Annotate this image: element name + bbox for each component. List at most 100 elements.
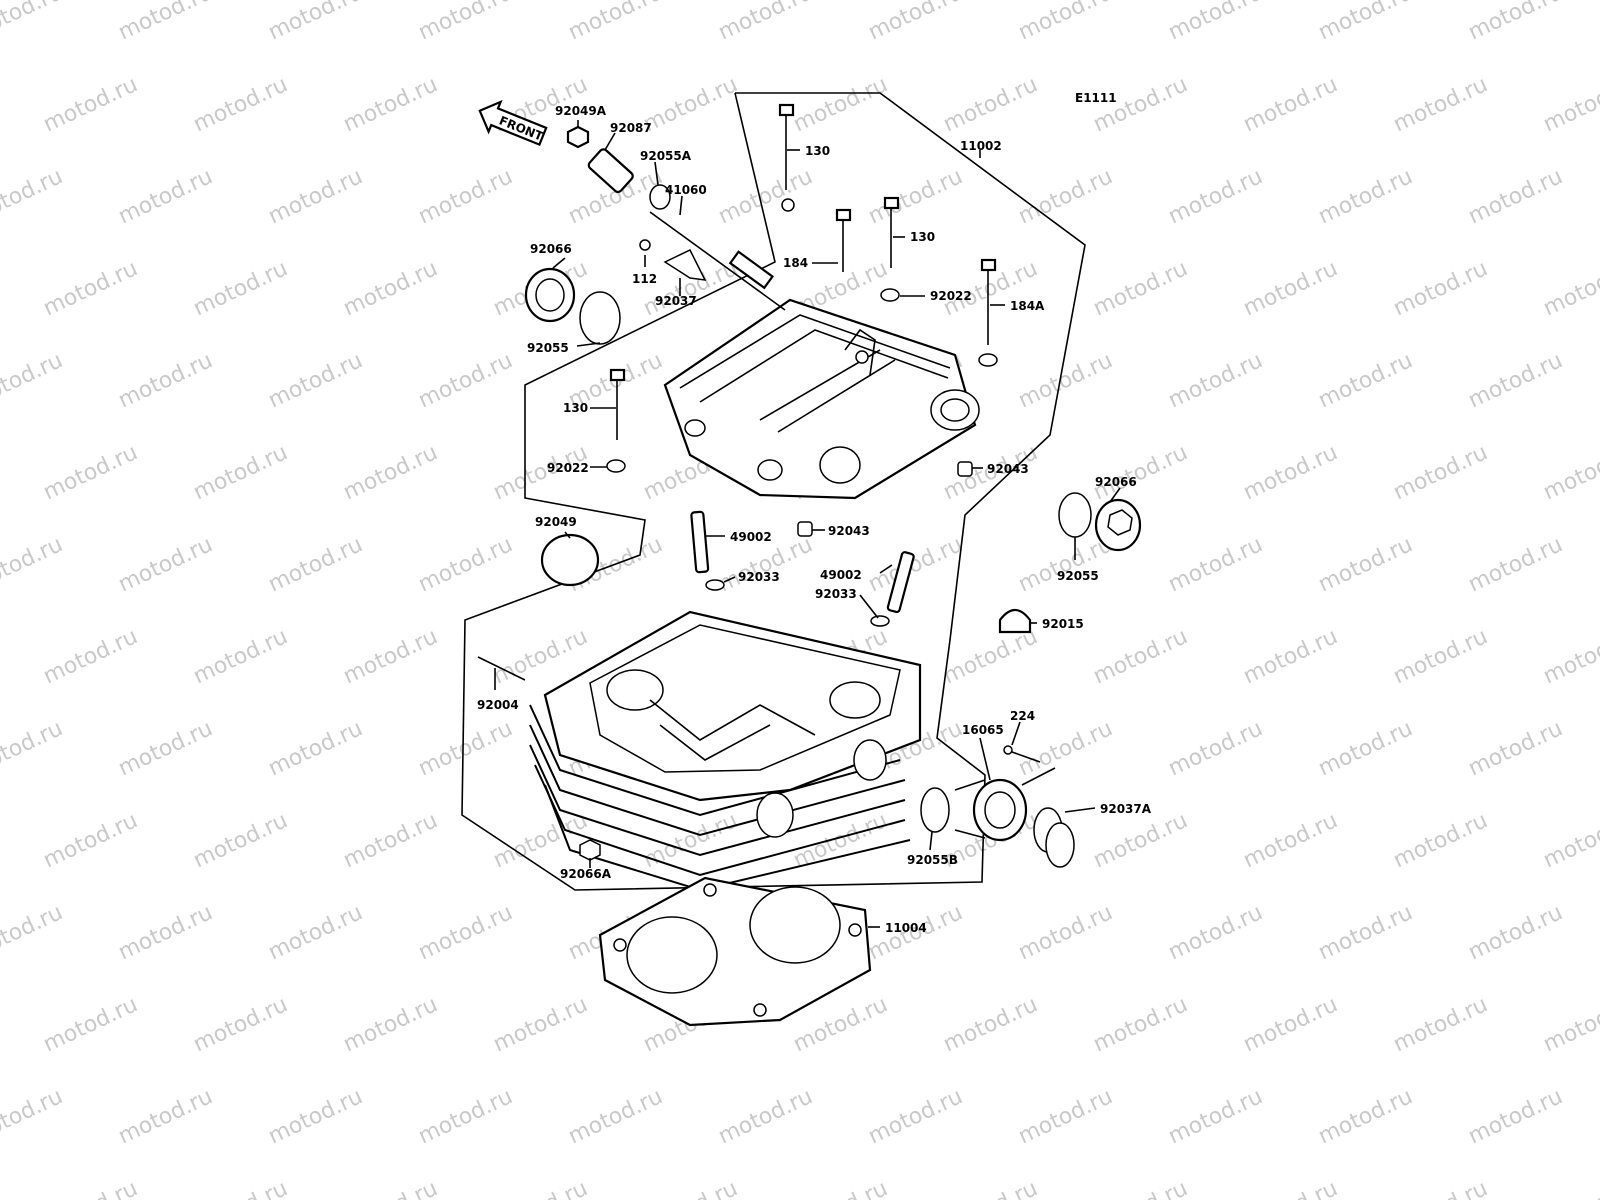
watermark-text: motod.ru [1015,900,1117,965]
watermark-text: motod.ru [1540,992,1600,1057]
watermark-text: motod.ru [190,1176,292,1200]
watermark-text: motod.ru [0,164,67,229]
watermark-text: motod.ru [340,440,442,505]
label-92087: 92087 [610,121,652,135]
label-92015: 92015 [1042,617,1084,631]
label-184: 184 [783,256,808,270]
watermark-text: motod.ru [415,1084,517,1149]
watermark-text: motod.ru [940,624,1042,689]
watermark-text: motod.ru [40,72,142,137]
watermark-text: motod.ru [1015,0,1117,45]
watermark-text: motod.ru [1540,256,1600,321]
watermark-text: motod.ru [1090,440,1192,505]
watermark-text: motod.ru [40,992,142,1057]
watermark-text: motod.ru [40,808,142,873]
label-130-mid: 130 [910,230,935,244]
watermark-text: motod.ru [1090,1176,1192,1200]
watermark-text: motod.ru [0,532,67,597]
watermark-text: motod.ru [1090,992,1192,1057]
label-92022-lower: 92022 [547,461,589,475]
watermark-text: motod.ru [40,624,142,689]
watermark-text: motod.ru [1315,532,1417,597]
watermark-text: motod.ru [1315,900,1417,965]
watermark-text: motod.ru [1240,72,1342,137]
watermark-text: motod.ru [1390,256,1492,321]
watermark-text: motod.ru [0,900,67,965]
watermark-text: motod.ru [1015,1084,1117,1149]
watermark-text: motod.ru [1315,716,1417,781]
watermark-text: motod.ru [1390,624,1492,689]
label-92037: 92037 [655,294,697,308]
watermark-text: motod.ru [1015,348,1117,413]
label-11004: 11004 [885,921,927,935]
label-92033-right: 92033 [815,587,857,601]
label-130-left: 130 [563,401,588,415]
watermark-text: motod.ru [340,72,442,137]
camshaft-cover [663,298,980,500]
watermark-text: motod.ru [1165,1084,1267,1149]
label-49002-left: 49002 [730,530,772,544]
diagram-code: E1111 [1075,91,1117,105]
watermark-text: motod.ru [940,1176,1042,1200]
watermark-text: motod.ru [1390,440,1492,505]
watermark-text: motod.ru [265,164,367,229]
watermark-text: motod.ru [190,72,292,137]
watermark-text: motod.ru [1540,1176,1600,1200]
watermark-text: motod.ru [1315,348,1417,413]
watermark-text: motod.ru [865,532,967,597]
watermark-text: motod.ru [1240,256,1342,321]
watermark-text: motod.ru [340,256,442,321]
watermark-text: motod.ru [340,624,442,689]
watermark-text: motod.ru [1015,716,1117,781]
watermark-text: motod.ru [1165,0,1267,45]
watermark-text: motod.ru [40,440,142,505]
watermark-text: motod.ru [1165,348,1267,413]
label-92004: 92004 [477,698,519,712]
label-130-top: 130 [805,144,830,158]
label-92043-lower: 92043 [828,524,870,538]
watermark-text: motod.ru [115,1084,217,1149]
watermark-text: motod.ru [1165,164,1267,229]
label-92033-left: 92033 [738,570,780,584]
watermark-text: motod.ru [640,1176,742,1200]
watermark-text: motod.ru [1240,440,1342,505]
label-16065: 16065 [962,723,1004,737]
watermark-text: motod.ru [1240,624,1342,689]
watermark-text: motod.ru [1090,624,1192,689]
watermark-text: motod.ru [340,808,442,873]
watermark-text: motod.ru [940,72,1042,137]
watermark-text: motod.ru [0,0,67,45]
head-gasket [598,876,872,1027]
watermark-text: motod.ru [190,256,292,321]
label-92049: 92049 [535,515,577,529]
watermark-text: motod.ru [265,900,367,965]
watermark-text: motod.ru [1390,1176,1492,1200]
watermark-text: motod.ru [1390,992,1492,1057]
watermark-text: motod.ru [1465,0,1567,45]
watermark-text: motod.ru [1090,808,1192,873]
watermark-text: motod.ru [0,348,67,413]
watermark-text: motod.ru [1465,900,1567,965]
watermark-text: motod.ru [490,808,592,873]
watermark-text: motod.ru [1015,164,1117,229]
watermark-text: motod.ru [1465,348,1567,413]
watermark-text: motod.ru [790,1176,892,1200]
watermark-text: motod.ru [1465,716,1567,781]
watermark-text: motod.ru [415,164,517,229]
watermark-text: motod.ru [490,1176,592,1200]
part-labels: 92049A 92087 92055A 41060 130 11002 184 … [477,104,1152,935]
label-92055-left: 92055 [527,341,569,355]
watermark-text: motod.ru [715,0,817,45]
watermark-text: motod.ru [1540,624,1600,689]
watermark-text: motod.ru [865,0,967,45]
watermark-text: motod.ru [1240,808,1342,873]
label-49002-right: 49002 [820,568,862,582]
label-224: 224 [1010,709,1035,723]
watermark-text: motod.ru [190,624,292,689]
watermark-text: motod.ru [265,716,367,781]
watermark-text: motod.ru [1390,72,1492,137]
watermark-text: motod.ru [1540,808,1600,873]
label-92055-right: 92055 [1057,569,1099,583]
watermark-text: motod.ru [115,164,217,229]
